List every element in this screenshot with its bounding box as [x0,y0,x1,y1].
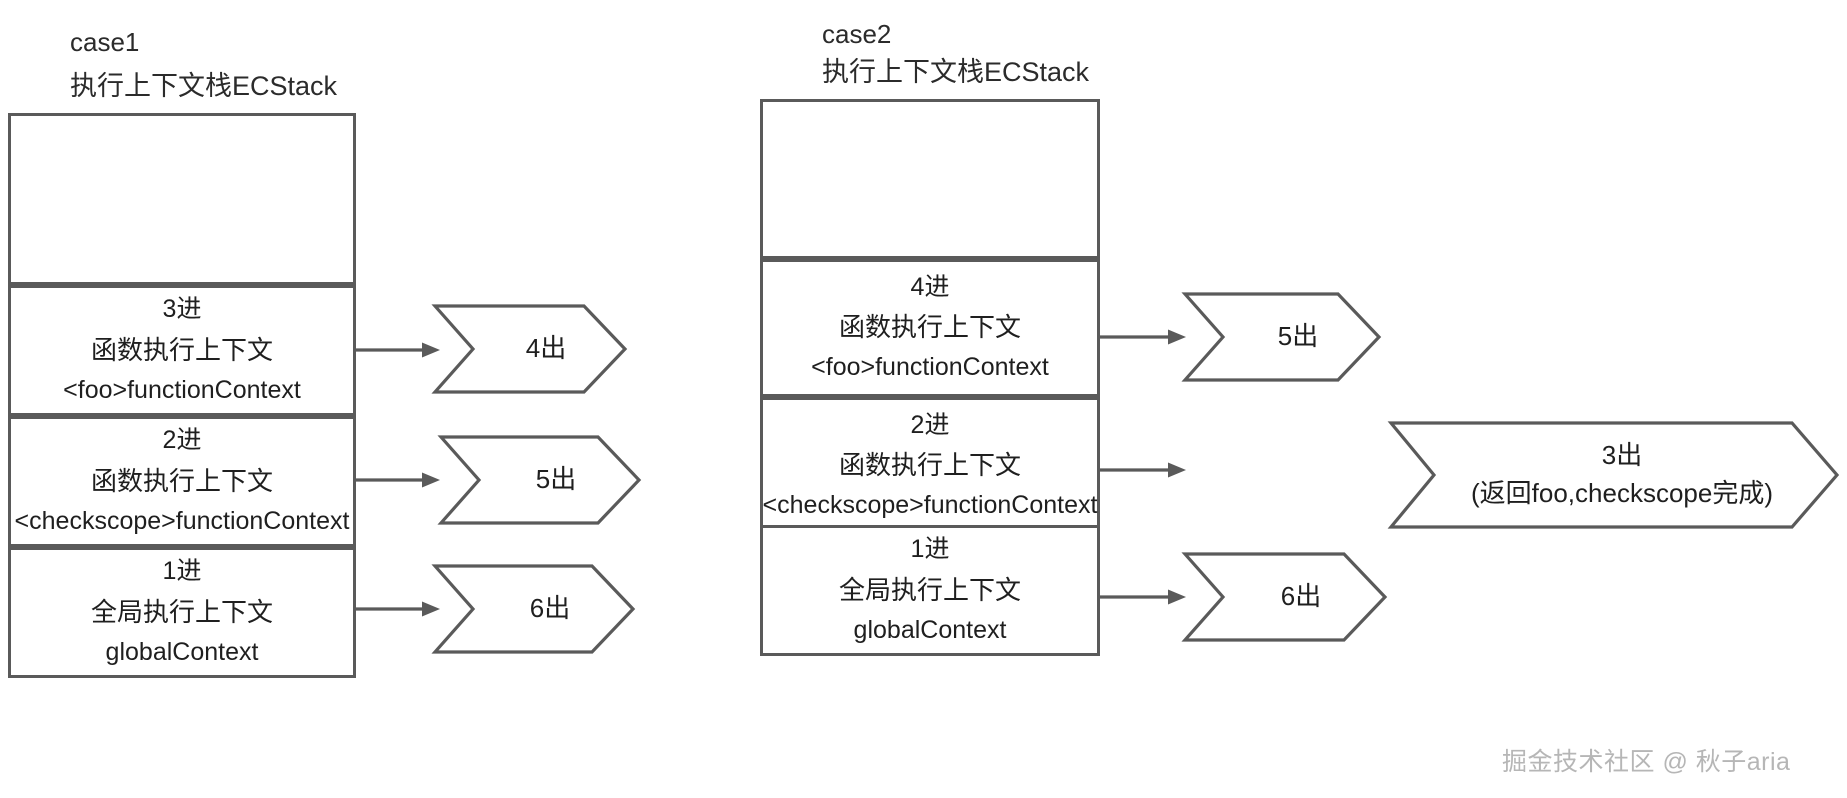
case2-cell-checkscope-context: <checkscope>functionContext [762,491,1098,520]
case2-cell-checkscope-order: 2进 [910,410,950,439]
case1-connector-arrow-3 [356,597,440,621]
case1-stack-cell-global: 1进 全局执行上下文 globalContext [8,547,356,678]
case2-cell-global-order: 1进 [910,535,950,564]
case2-subtitle: 执行上下文栈ECStack [822,57,1090,87]
case1-pop-chevron-4: 4出 [431,303,628,395]
case1-cell-checkscope-order: 2进 [162,426,202,455]
case2-cell-foo-order: 4进 [910,272,950,301]
case2-connector-arrow-1 [1100,325,1186,349]
case1-cell-global-context: globalContext [105,637,259,666]
case2-cell-global-kind: 全局执行上下文 [838,574,1021,605]
case2-title: case2 [822,19,892,49]
case1-cell-global-kind: 全局执行上下文 [90,596,273,627]
case1-connector-arrow-2 [356,468,440,492]
case1-stack-cell-foo: 3进 函数执行上下文 <foo>functionContext [8,285,356,416]
case2-stack-empty-cell [760,99,1100,259]
case1-cell-global-order: 1进 [162,557,202,586]
case1-cell-foo-kind: 函数执行上下文 [90,334,273,365]
case1-pop-chevron-5: 5出 [437,434,642,526]
case1-subtitle: 执行上下文栈ECStack [70,71,338,101]
case2-cell-foo-context: <foo>functionContext [811,353,1049,382]
case2-stack-cell-global: 1进 全局执行上下文 globalContext [760,525,1100,656]
case1-title: case1 [70,27,140,57]
case1-pop-chevron-6: 6出 [431,563,636,655]
case2-stack-cell-foo: 4进 函数执行上下文 <foo>functionContext [760,259,1100,397]
case1-cell-foo-order: 3进 [162,295,202,324]
case2-cell-foo-kind: 函数执行上下文 [838,312,1021,343]
case1-stack-cell-checkscope: 2进 函数执行上下文 <checkscope>functionContext [8,416,356,547]
case2-stack-cell-checkscope: 2进 函数执行上下文 <checkscope>functionContext [760,397,1100,535]
case1-cell-checkscope-kind: 函数执行上下文 [90,465,273,496]
case2-connector-arrow-3 [1100,585,1186,609]
case2-pop-chevron-5: 5出 [1181,291,1382,383]
case2-pop-chevron-3: 3出 (返回foo,checkscope完成) [1387,420,1840,530]
case2-cell-checkscope-kind: 函数执行上下文 [838,450,1021,481]
case1-stack-empty-cell [8,113,356,285]
watermark: 掘金技术社区 @ 秋子aria [1502,748,1791,776]
case2-cell-global-context: globalContext [853,615,1007,644]
case2-pop-chevron-6: 6出 [1181,551,1388,643]
case2-connector-arrow-2 [1100,458,1186,482]
case1-connector-arrow-1 [356,338,440,362]
case1-cell-foo-context: <foo>functionContext [63,375,301,404]
case1-cell-checkscope-context: <checkscope>functionContext [14,506,350,535]
